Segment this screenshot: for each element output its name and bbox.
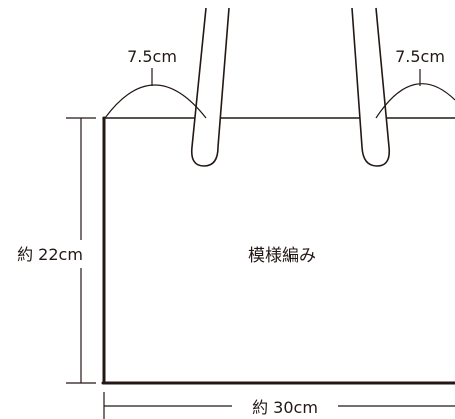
body-pattern-label: 模様編み [248,246,316,266]
handle-dimension-marks [104,68,455,119]
width-label: 約 30cm [252,398,318,417]
left-handle-width-label: 7.5cm [127,47,177,66]
height-label: 約 22cm [17,245,83,264]
right-handle-width-arc [375,83,455,119]
handles [190,7,391,167]
left-handle-width-arc [104,84,207,119]
right-handle-width-label: 7.5cm [395,47,445,66]
height-dimension [66,117,96,384]
left-handle [190,7,230,167]
right-handle [351,7,391,167]
bag-body [101,116,455,385]
width-dimension [103,392,455,419]
